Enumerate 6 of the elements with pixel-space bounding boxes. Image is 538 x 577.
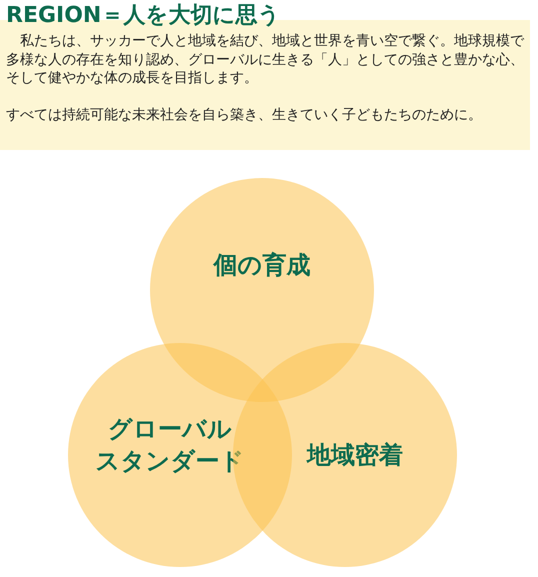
circle-label: グローバルスタンダード [96, 414, 244, 477]
paragraph: すべては持続可能な未来社会を自ら築き、生きていく子どもたちのために。 [6, 106, 483, 124]
title: REGION＝人を大切に思う [6, 2, 280, 30]
circle-label: 個の育成 [214, 250, 310, 281]
paragraph: 私たちは、サッカーで人と地域を結び、地域と世界を青い空で繋ぐ。地球規模で多様な人の存在を知り認め、グローバルに生きる「人」としての強さと豊かな心、そして健やかな体の成長を目指します。 [6, 32, 526, 88]
circle-label: 地域密着 [307, 440, 403, 471]
